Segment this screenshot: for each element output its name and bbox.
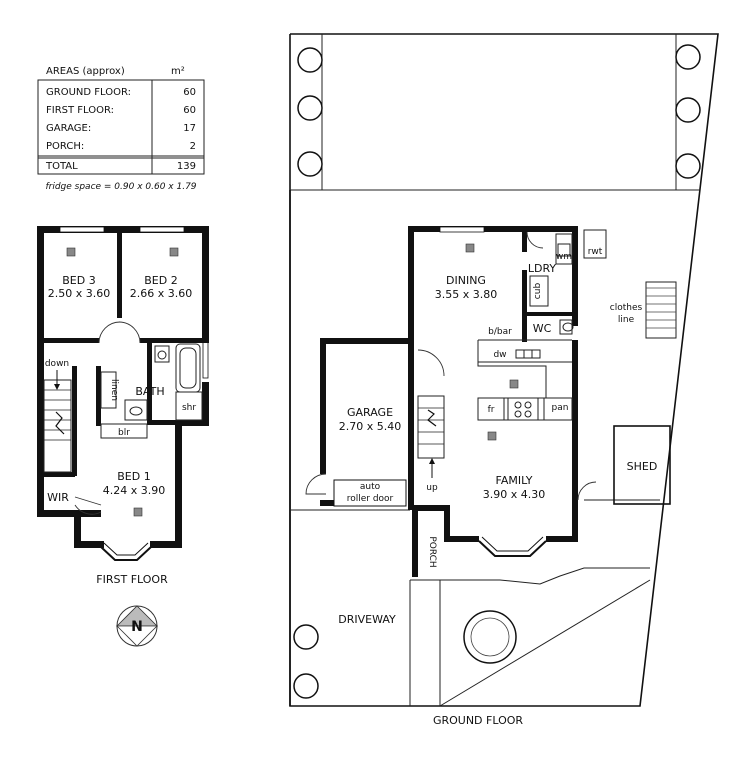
wm-label: wm <box>556 252 572 262</box>
areas-row-label: GARAGE: <box>46 123 91 134</box>
room-family-dims: 3.90 x 4.30 <box>483 488 546 501</box>
room-bed1-name: BED 1 <box>117 470 150 483</box>
room-garage-name: GARAGE <box>347 406 393 419</box>
room-dining-dims: 3.55 x 3.80 <box>435 288 498 301</box>
site-boundary <box>289 33 719 707</box>
areas-row-value: 2 <box>190 141 196 152</box>
room-bed2-name: BED 2 <box>144 274 177 287</box>
room-bed1-dims: 4.24 x 3.90 <box>103 484 166 497</box>
rwt-label: rwt <box>588 247 603 257</box>
ground-floor-plan: DINING 3.55 x 3.80 FAMILY 3.90 x 4.30 GA… <box>305 226 677 727</box>
room-ldry-label: LDRY <box>528 262 557 275</box>
room-garage-dims: 2.70 x 5.40 <box>339 420 402 433</box>
areas-row-label: PORCH: <box>46 141 84 152</box>
areas-total-label: TOTAL <box>45 161 78 172</box>
stair-up-label: up <box>426 483 438 493</box>
room-bed3-dims: 2.50 x 3.60 <box>48 287 111 300</box>
driveway-label: DRIVEWAY <box>338 613 396 626</box>
first-floor-caption: FIRST FLOOR <box>96 573 168 586</box>
ground-floor-caption: GROUND FLOOR <box>433 714 523 727</box>
shed-label: SHED <box>627 460 658 473</box>
stair-down-label: down <box>45 359 69 369</box>
room-wc-label: WC <box>533 322 552 335</box>
bbar-label: b/bar <box>488 327 512 337</box>
areas-row-value: 60 <box>183 105 196 116</box>
auto-door-label-2: roller door <box>347 494 394 504</box>
room-wir-label: WIR <box>47 491 69 504</box>
areas-total-value: 139 <box>177 161 196 172</box>
pan-label: pan <box>552 403 569 413</box>
room-bed2-dims: 2.66 x 3.60 <box>130 287 193 300</box>
room-blr-label: blr <box>118 428 130 438</box>
dw-label: dw <box>493 350 506 360</box>
areas-table: AREAS (approx) m² GROUND FLOOR: 60 FIRST… <box>37 66 205 192</box>
room-porch-label: PORCH <box>427 536 437 567</box>
room-family-name: FAMILY <box>496 474 533 487</box>
areas-row-label: FIRST FLOOR: <box>46 105 114 116</box>
areas-row-value: 60 <box>183 87 196 98</box>
areas-table-header: AREAS (approx) <box>46 66 125 77</box>
compass-icon: N <box>116 605 158 647</box>
room-linen-label: linen <box>109 379 119 401</box>
auto-door-label-1: auto <box>360 482 381 492</box>
compass-north-label: N <box>131 619 143 635</box>
cub-label: cub <box>533 283 543 300</box>
areas-row-value: 17 <box>183 123 196 134</box>
room-shr-label: shr <box>182 403 196 413</box>
room-dining-name: DINING <box>446 274 486 287</box>
areas-row-label: GROUND FLOOR: <box>46 87 131 98</box>
areas-table-unit: m² <box>171 66 185 77</box>
clothesline-label-1: clothes <box>610 303 643 313</box>
tree-icon <box>293 44 701 699</box>
fridge-space-note: fridge space = 0.90 x 0.60 x 1.79 <box>45 182 196 192</box>
first-floor-plan: BED 3 2.50 x 3.60 BED 2 2.66 x 3.60 BED … <box>37 226 209 586</box>
room-bed3-name: BED 3 <box>62 274 95 287</box>
clothesline-label-2: line <box>618 315 635 325</box>
room-bath-label: BATH <box>135 385 164 398</box>
fr-label: fr <box>488 405 495 415</box>
